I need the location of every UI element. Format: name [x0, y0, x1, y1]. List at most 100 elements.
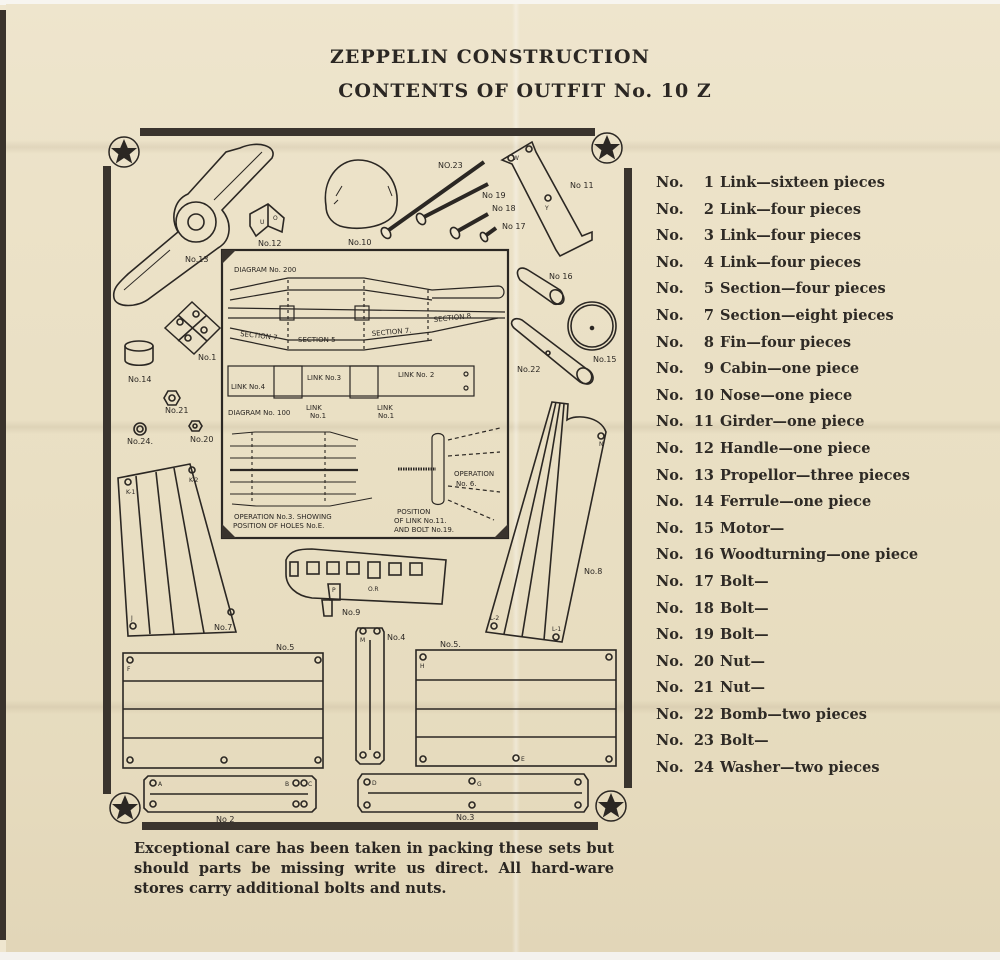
- label-no13: No.13: [185, 255, 208, 264]
- sheet-subtitle: CONTENTS OF OUTFIT No. 10 Z: [338, 80, 712, 102]
- part-description: Bolt—: [720, 599, 769, 617]
- part-number: 3: [703, 227, 714, 245]
- girder-drawing: [500, 140, 593, 258]
- parts-list-item: No. 20 Nut—: [656, 652, 956, 679]
- inset-diagram-200: DIAGRAM No. 200: [234, 266, 296, 274]
- part-description: Link—four pieces: [720, 253, 862, 271]
- parts-diagram: No.13 No.12 No.10 NO.23 No 19 No 18 No 1…: [103, 128, 632, 830]
- inset-section5: SECTION 5: [298, 336, 336, 344]
- part-description: Link—four pieces: [720, 227, 862, 245]
- part-number: 14: [693, 493, 714, 511]
- part-description: Nut—: [720, 652, 765, 670]
- section-no7-drawing: [117, 463, 238, 637]
- part-description: Washer—two pieces: [720, 759, 880, 777]
- label-no11: No 11: [570, 181, 594, 190]
- part-prefix: No.: [656, 599, 684, 617]
- assembly-inset: [220, 248, 510, 540]
- part-prefix: No.: [656, 466, 684, 484]
- inset-op3-line2: POSITION OF HOLES No.E.: [233, 522, 324, 530]
- frame-bar-top: [140, 128, 595, 136]
- part-number: 19: [693, 626, 714, 644]
- hole-j: J: [130, 615, 133, 622]
- label-no9: No.9: [342, 608, 360, 617]
- frame-bar-bottom: [142, 822, 598, 830]
- hole-b: B: [285, 781, 289, 788]
- part-prefix: No.: [656, 333, 684, 351]
- hole-g: G: [477, 781, 482, 788]
- inset-position-line3: AND BOLT No.19.: [394, 526, 454, 534]
- bolt-no23-drawing: [380, 160, 486, 240]
- part-prefix: No.: [656, 652, 684, 670]
- part-description: Motor—: [720, 519, 785, 537]
- part-prefix: No.: [656, 174, 684, 191]
- scan-edge-top: [0, 0, 1000, 5]
- part-number: 5: [703, 280, 714, 298]
- part-number: 15: [693, 519, 714, 537]
- part-prefix: No.: [656, 439, 684, 457]
- link-no2-drawing: [143, 775, 317, 813]
- part-description: Woodturning—one piece: [720, 546, 919, 564]
- inset-link2: LINK No. 2: [398, 371, 434, 379]
- part-number: 21: [693, 679, 714, 697]
- inset-section8: SECTION 8: [433, 312, 471, 324]
- inset-section7a: SECTION 7: [240, 330, 278, 342]
- part-description: Bolt—: [720, 626, 769, 644]
- part-number: 17: [693, 572, 714, 590]
- link-no1-drawing: [163, 300, 222, 356]
- part-prefix: No.: [656, 200, 684, 218]
- part-prefix: No.: [656, 253, 684, 271]
- inset-link1b-line1: LINK: [377, 404, 393, 412]
- part-number: 24: [693, 759, 714, 777]
- part-number: 9: [703, 360, 714, 378]
- hole-d: D: [372, 780, 377, 787]
- nut-no21-drawing: [163, 390, 181, 406]
- operation-6-drawing: [398, 427, 501, 521]
- hole-l2: L-2: [490, 615, 499, 622]
- inset-link4: LINK No.4: [231, 383, 266, 391]
- bomb-drawing: [510, 317, 594, 385]
- inset-link1b-line2: No.1: [378, 412, 394, 420]
- scan-edge-bottom: [0, 952, 1000, 960]
- part-description: Fin—four pieces: [720, 333, 852, 351]
- cabin-drawing: [285, 548, 447, 617]
- label-no15: No.15: [593, 355, 616, 364]
- inset-diagram-100: DIAGRAM No. 100: [228, 409, 290, 417]
- part-description: Cabin—one piece: [720, 360, 860, 378]
- section-no5-right-drawing: [415, 649, 617, 767]
- nose-drawing: [324, 159, 398, 230]
- section-no5-left-drawing: [122, 652, 324, 769]
- operation-3-drawing: [230, 431, 373, 507]
- inset-section7b: SECTION 7.: [371, 327, 411, 338]
- part-number: 22: [693, 705, 714, 723]
- part-description: Propellor—three pieces: [720, 466, 910, 484]
- part-number: 20: [693, 652, 714, 670]
- label-no2: No 2: [216, 815, 235, 824]
- part-description: Link—four pieces: [720, 200, 862, 218]
- hole-w: W: [513, 155, 519, 162]
- inset-op6-line1: OPERATION: [454, 470, 494, 478]
- sheet-title: ZEPPELIN CONSTRUCTION: [330, 46, 650, 68]
- part-prefix: No.: [656, 572, 684, 590]
- hole-y: Y: [544, 205, 549, 212]
- label-no5-right: No.5.: [440, 640, 461, 649]
- woodturning-drawing: [516, 267, 565, 306]
- part-description: Girder—one piece: [720, 413, 865, 431]
- label-no18: No 18: [492, 204, 516, 213]
- ferrule-drawing: [124, 340, 154, 367]
- part-prefix: No.: [656, 306, 684, 324]
- bolt-no18-drawing: [449, 212, 489, 240]
